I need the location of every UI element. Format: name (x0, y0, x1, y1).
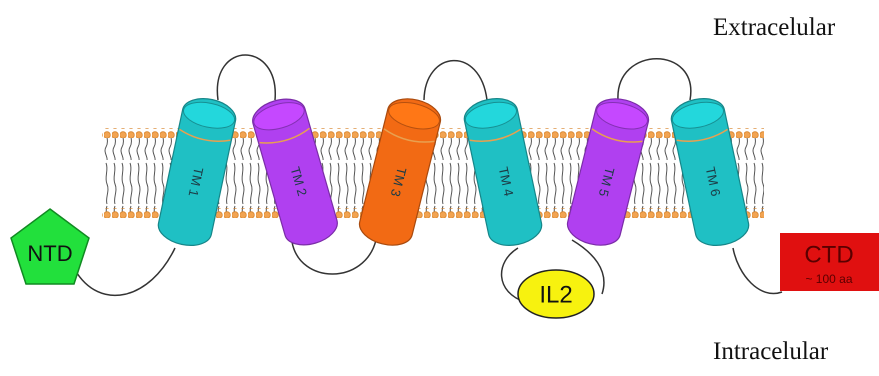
ctd-sublabel: ~ 100 aa (805, 272, 852, 286)
ntd-label: NTD (27, 241, 72, 266)
n-terminal-tail (75, 248, 175, 295)
ntd-domain: NTD (11, 209, 89, 284)
extracellular-loop-2 (424, 61, 487, 100)
il2-label: IL2 (539, 281, 572, 308)
ctd-label: CTD (804, 241, 853, 268)
ctd-domain: CTD ~ 100 aa (780, 233, 879, 291)
extracellular-label: Extracelular (713, 14, 835, 42)
il2-domain: IL2 (518, 270, 594, 318)
c-terminal-tail (733, 248, 782, 294)
extracellular-loop-3 (618, 59, 691, 100)
extracellular-loop-1 (217, 55, 275, 100)
intracellular-label: Intracelular (713, 338, 828, 366)
